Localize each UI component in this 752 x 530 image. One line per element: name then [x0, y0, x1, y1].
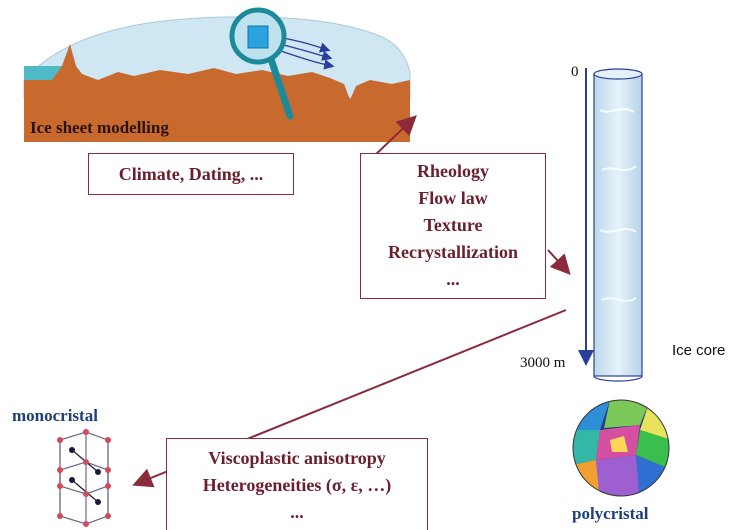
property-texture: Texture [423, 215, 483, 235]
lattice-atoms [57, 429, 111, 527]
ice-core [593, 68, 643, 382]
depth-top-label: 0 [571, 64, 579, 80]
arrow-to-ice-core [547, 249, 571, 275]
depth-bottom-label: 3000 m [520, 355, 566, 371]
climate-dating-text: Climate, Dating, ... [118, 164, 264, 184]
polycristal-label: polycristal [572, 504, 649, 523]
climate-dating-box: Climate, Dating, ... [88, 153, 294, 195]
property-flow-law: Flow law [418, 188, 488, 208]
anisotropy-box: Viscoplastic anisotropy Heterogeneities … [166, 438, 428, 530]
aniso-line-2: Heterogeneities (σ, ε, …) [202, 475, 392, 495]
magnifier-icon [229, 7, 294, 120]
ice-sheet-illustration [23, 7, 411, 142]
polycristal-image [573, 400, 669, 496]
ice-core-label: Ice core [672, 342, 726, 359]
property-recrystallization: Recrystallization [388, 242, 518, 262]
property-ellipsis: ... [446, 269, 460, 289]
monocristal-lattice [59, 431, 109, 525]
aniso-line-1: Viscoplastic anisotropy [208, 448, 386, 468]
arrow-to-ice-sheet [371, 115, 417, 159]
properties-box: Rheology Flow law Texture Recrystallizat… [360, 153, 546, 299]
property-rheology: Rheology [417, 161, 489, 181]
aniso-line-3: ... [290, 502, 304, 522]
monocristal-label: monocristal [12, 406, 98, 425]
bedrock-profile [24, 44, 410, 100]
ice-sheet-label: Ice sheet modelling [30, 118, 169, 137]
